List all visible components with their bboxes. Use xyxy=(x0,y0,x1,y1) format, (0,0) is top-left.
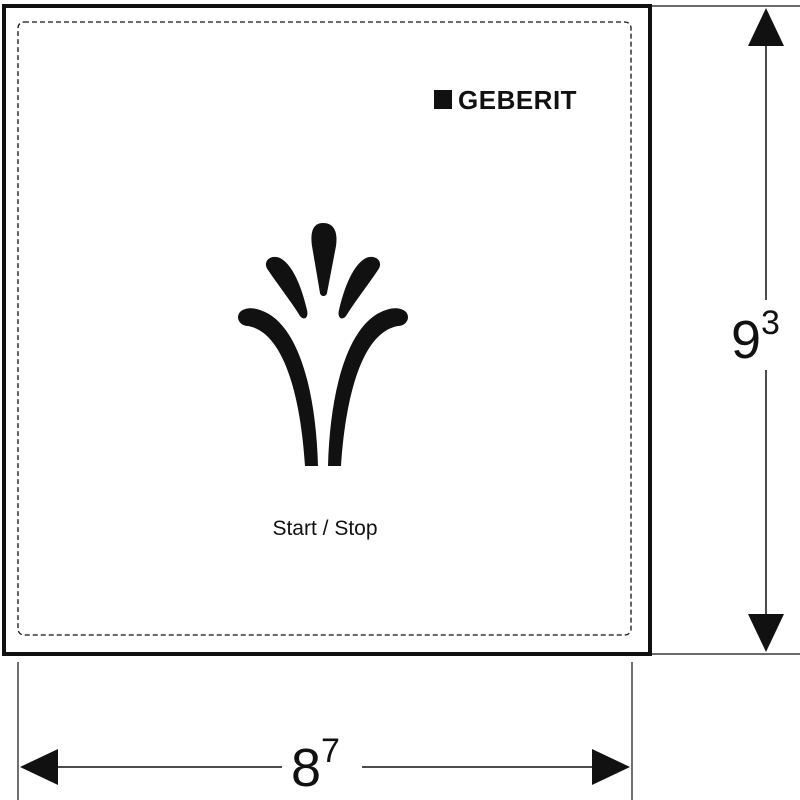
arrow-up-icon xyxy=(748,8,784,46)
height-dimension-value: 93 xyxy=(731,304,780,370)
height-dimension: 93 xyxy=(652,5,800,655)
brand-logo-square-icon xyxy=(434,90,452,109)
height-main-digit: 9 xyxy=(731,310,761,370)
water-fountain-icon[interactable] xyxy=(237,223,409,466)
arrow-left-icon xyxy=(20,749,58,785)
fountain-right-stream xyxy=(328,308,409,466)
fountain-center-drop xyxy=(311,223,337,296)
width-dimension: 87 xyxy=(17,662,633,800)
panel-outer-frame xyxy=(2,4,652,656)
arrow-right-icon xyxy=(592,749,630,785)
fountain-left-stream xyxy=(237,308,318,466)
arrow-down-icon xyxy=(748,614,784,652)
width-dimension-value: 87 xyxy=(291,732,340,798)
width-main-digit: 8 xyxy=(291,738,321,798)
fountain-right-drop xyxy=(338,256,381,319)
brand-logo: GEBERIT xyxy=(434,85,577,115)
brand-name: GEBERIT xyxy=(458,85,577,115)
height-superscript-digit: 3 xyxy=(761,304,780,342)
panel-inner-dashed-border xyxy=(17,21,632,636)
width-superscript-digit: 7 xyxy=(321,732,340,770)
fountain-left-drop xyxy=(265,256,308,319)
start-stop-label: Start / Stop xyxy=(272,517,377,540)
